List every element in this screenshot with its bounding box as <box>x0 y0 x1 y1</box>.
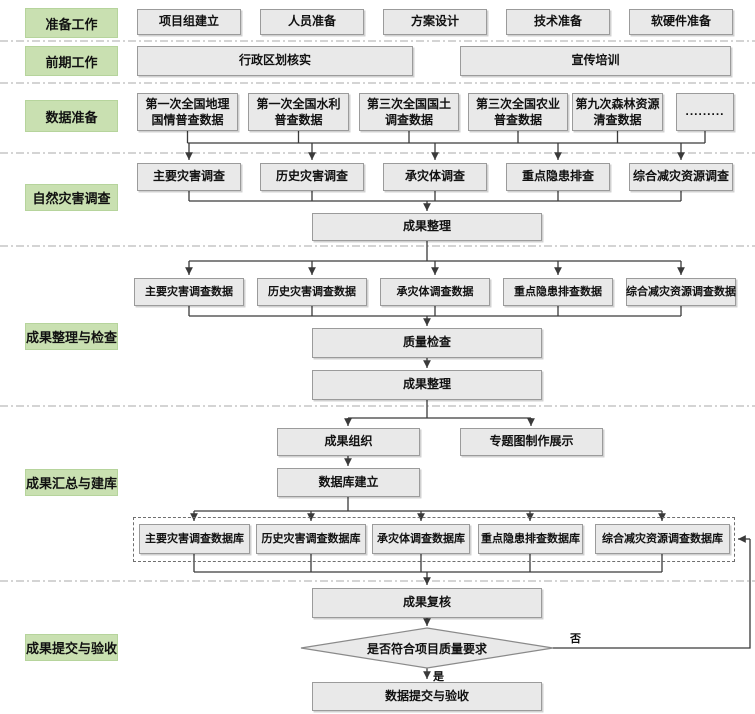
node-text-line1: 第三次全国农业 <box>475 96 560 111</box>
section-label-disaster-survey: 自然灾害调查 <box>25 184 118 211</box>
node-hazard-bearing-survey: 承灾体调查 <box>383 163 487 191</box>
decision-diamond-shape <box>300 627 554 669</box>
node-admin-division-verify: 行政区划核实 <box>137 46 413 76</box>
node-geo-census-data: 第一次全国地理 国情普查数据 <box>137 93 238 131</box>
section-label-early-work: 前期工作 <box>25 46 118 76</box>
section-label-preparation: 准备工作 <box>25 8 118 38</box>
node-data-submission-acceptance: 数据提交与验收 <box>312 682 542 711</box>
node-hidden-danger-data: 重点隐患排查数据 <box>503 278 613 306</box>
node-hazard-bearing-data: 承灾体调查数据 <box>380 278 490 306</box>
section-label-data-preparation: 数据准备 <box>25 100 118 132</box>
database-group-frame <box>133 517 735 562</box>
branch-label-no: 否 <box>570 633 581 645</box>
node-forest-inventory-data: 第九次森林资源 清查数据 <box>572 93 663 131</box>
connector-arrows <box>185 143 750 679</box>
node-historical-disaster-db: 历史灾害调查数据库 <box>256 524 366 554</box>
node-text-line2: 国情普查数据 <box>151 113 224 127</box>
node-agri-census-data: 第三次全国农业 普查数据 <box>468 93 568 131</box>
node-text-line2: 清查数据 <box>593 113 642 127</box>
node-text-line1: 第九次森林资源 <box>575 96 660 111</box>
node-result-collation-2: 成果整理 <box>312 370 542 400</box>
node-text-line1: 第三次全国国土 <box>366 96 451 111</box>
section-label-submission: 成果提交与验收 <box>25 634 118 661</box>
node-mitigation-resource-db: 综合减灾资源调查数据库 <box>595 524 730 554</box>
node-tech-prep: 技术准备 <box>506 9 610 35</box>
node-land-survey-data: 第三次全国国土 调查数据 <box>359 93 459 131</box>
node-result-recheck: 成果复核 <box>312 588 542 618</box>
branch-label-yes: 是 <box>433 671 444 683</box>
node-text-line2: 普查数据 <box>274 113 323 127</box>
node-database-creation: 数据库建立 <box>277 468 420 497</box>
section-separators <box>0 40 755 582</box>
node-water-census-data: 第一次全国水利 普查数据 <box>248 93 349 131</box>
node-result-organization: 成果组织 <box>277 428 420 456</box>
node-quality-check: 质量检查 <box>312 328 542 358</box>
node-thematic-map-display: 专题图制作展示 <box>460 428 603 456</box>
node-hazard-bearing-db: 承灾体调查数据库 <box>372 524 470 554</box>
node-main-disaster-db: 主要灾害调查数据库 <box>139 524 250 554</box>
node-mitigation-resource-data: 综合减灾资源调查数据 <box>626 278 736 306</box>
node-text-line2: 调查数据 <box>384 113 433 127</box>
node-main-disaster-survey: 主要灾害调查 <box>137 163 241 191</box>
node-scheme-design: 方案设计 <box>383 9 487 35</box>
section-label-result-check: 成果整理与检查 <box>25 323 118 350</box>
node-mitigation-resource-survey: 综合减灾资源调查 <box>629 163 733 191</box>
node-text-line2: 普查数据 <box>493 113 542 127</box>
node-project-team: 项目组建立 <box>137 9 241 35</box>
decision-quality-requirement: 是否符合项目质量要求 <box>366 641 487 656</box>
node-hardware-prep: 软硬件准备 <box>629 9 733 35</box>
node-hidden-danger-check: 重点隐患排查 <box>506 163 610 191</box>
node-text-line1: 第一次全国水利 <box>256 96 341 111</box>
node-personnel-prep: 人员准备 <box>260 9 364 35</box>
node-publicity-training: 宣传培训 <box>460 46 731 76</box>
node-historical-disaster-survey: 历史灾害调查 <box>260 163 364 191</box>
node-more-data-ellipsis: ......... <box>676 93 734 131</box>
node-historical-disaster-data: 历史灾害调查数据 <box>257 278 367 306</box>
node-text-line1: 第一次全国地理 <box>145 96 230 111</box>
node-hidden-danger-db: 重点隐患排查数据库 <box>478 524 583 554</box>
node-main-disaster-data: 主要灾害调查数据 <box>134 278 244 306</box>
node-result-collation-1: 成果整理 <box>312 213 542 241</box>
section-label-db-building: 成果汇总与建库 <box>25 469 118 496</box>
